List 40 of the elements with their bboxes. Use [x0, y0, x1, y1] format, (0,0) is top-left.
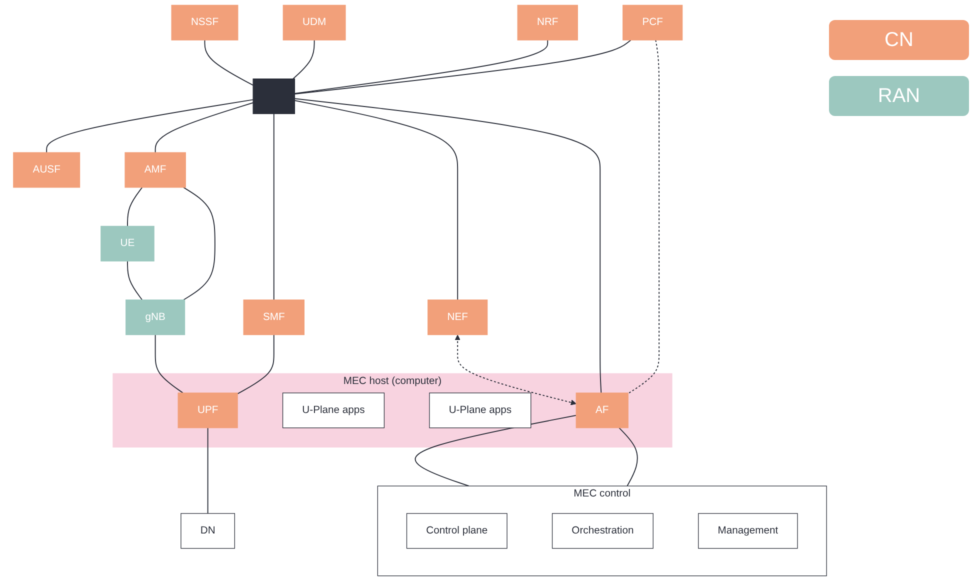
connector: [294, 40, 548, 94]
connector: [618, 427, 638, 486]
node-box: Orchestration: [552, 513, 654, 549]
connector: [183, 186, 216, 300]
node-box: UE: [100, 226, 154, 262]
arrow: [454, 334, 576, 406]
node-box: SMF: [243, 300, 305, 336]
connector: [204, 40, 254, 86]
connector: [273, 113, 274, 300]
node-box: gNB: [126, 300, 186, 336]
node-box: PCF: [622, 4, 683, 40]
connector: [154, 102, 254, 153]
node-box: AUSF: [13, 152, 80, 188]
node-box: UPF: [178, 392, 238, 428]
connector: [294, 100, 458, 300]
connector: [46, 99, 254, 153]
node-box: NRF: [517, 4, 578, 40]
connector: [127, 260, 143, 300]
node-box: AMF: [124, 152, 186, 188]
node-box: U-Plane apps: [282, 392, 385, 428]
connector: [294, 40, 632, 94]
connector: [207, 427, 208, 514]
node-box: DN: [180, 513, 235, 549]
connector: [292, 40, 315, 80]
connector: [414, 414, 577, 486]
node-box: Management: [698, 513, 798, 549]
node-box: UDM: [282, 4, 346, 40]
legend-swatch: RAN: [829, 76, 969, 116]
node-box: Control plane: [406, 513, 508, 549]
node-bar: [252, 78, 296, 114]
node-box: NEF: [428, 300, 488, 336]
legend-swatch: CN: [829, 20, 969, 60]
node-box: NSSF: [171, 4, 238, 40]
connector: [628, 40, 660, 394]
connector: [237, 334, 274, 394]
connector: [294, 98, 602, 394]
connector: [154, 334, 184, 394]
node-box: AF: [576, 392, 628, 428]
node-box: U-Plane apps: [429, 392, 532, 428]
connector: [127, 186, 143, 227]
